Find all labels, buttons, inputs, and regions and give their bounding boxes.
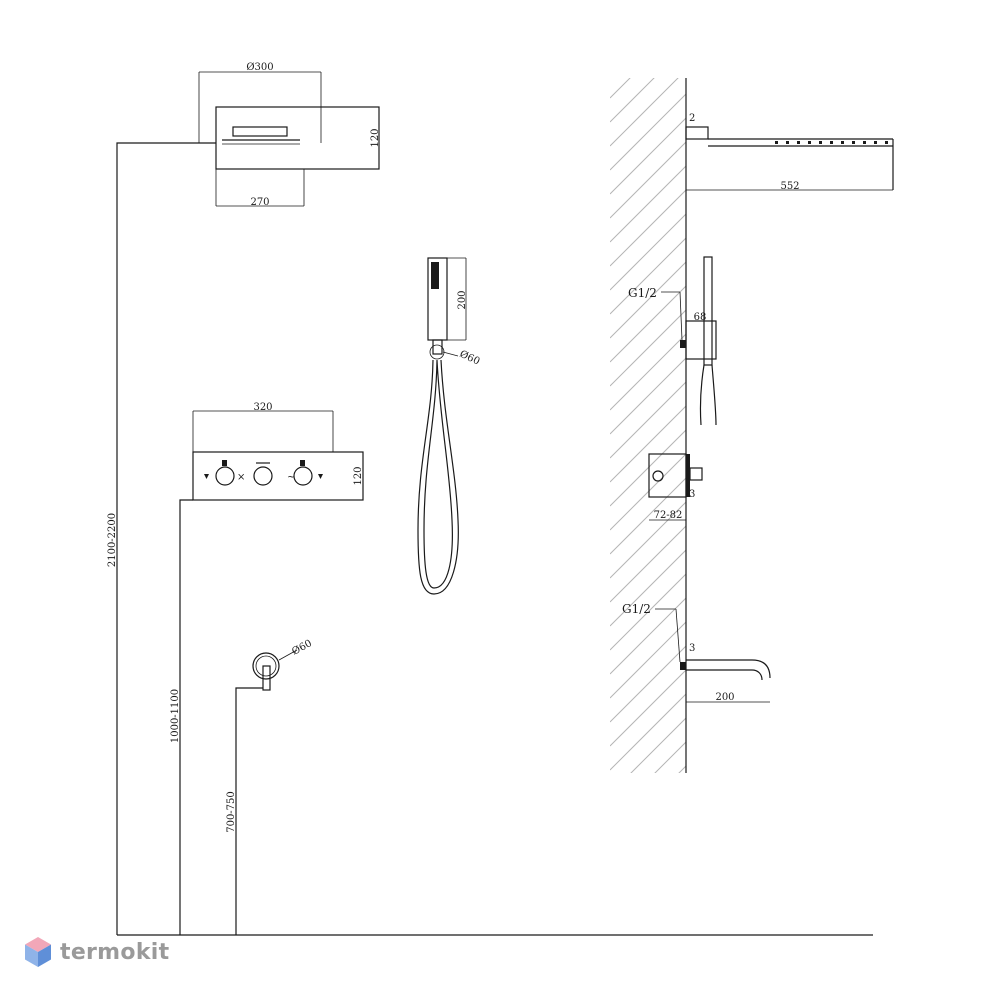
total-height-label: 2100-2200 xyxy=(107,513,118,567)
spout-gap-label: 3 xyxy=(689,643,695,654)
handshower-length-label: 200 xyxy=(457,290,468,309)
mixer-height-dimension xyxy=(179,499,193,935)
svg-text:~: ~ xyxy=(287,472,295,483)
thermostat-panel: × ~ xyxy=(192,410,364,501)
head-diameter-label: Ø300 xyxy=(246,62,273,73)
head-width-label: 270 xyxy=(250,197,269,208)
bath-spout-front xyxy=(252,649,298,691)
thread-upper-label: G1/2 xyxy=(628,286,657,300)
spout-length-label: 200 xyxy=(715,692,734,703)
arm-length-label: 552 xyxy=(780,181,799,192)
hand-shower xyxy=(417,257,467,595)
brand-logo: termokit xyxy=(24,936,169,968)
holder-depth-label: 68 xyxy=(694,312,707,323)
panel-gap-label: 3 xyxy=(689,489,695,500)
overhead-shower-head xyxy=(198,71,380,207)
arm-gap-label: 2 xyxy=(689,113,695,124)
panel-depth-label: 72-82 xyxy=(654,510,683,521)
handshower-diameter-label: Ø60 xyxy=(458,349,482,368)
spout-height-label: 700-750 xyxy=(226,791,237,833)
spout-height-dimension xyxy=(235,687,263,935)
panel-width-label: 320 xyxy=(253,402,272,413)
bath-spout-side xyxy=(680,640,771,700)
hexagon-cube-icon xyxy=(25,937,51,967)
thread-lower-label: G1/2 xyxy=(622,602,651,616)
panel-height-label: 120 xyxy=(353,466,364,485)
svg-text:×: × xyxy=(237,472,245,483)
shower-arm-side xyxy=(685,126,894,191)
total-height-dimension xyxy=(116,142,216,935)
thermostat-body-side xyxy=(648,453,703,498)
mixer-height-label: 1000-1100 xyxy=(170,689,181,743)
wall-section xyxy=(610,78,686,773)
head-height-label: 120 xyxy=(370,128,381,147)
spout-diameter-label: Ø60 xyxy=(290,638,314,658)
brand-name: termokit xyxy=(60,939,170,965)
handshower-holder-side xyxy=(680,256,717,426)
